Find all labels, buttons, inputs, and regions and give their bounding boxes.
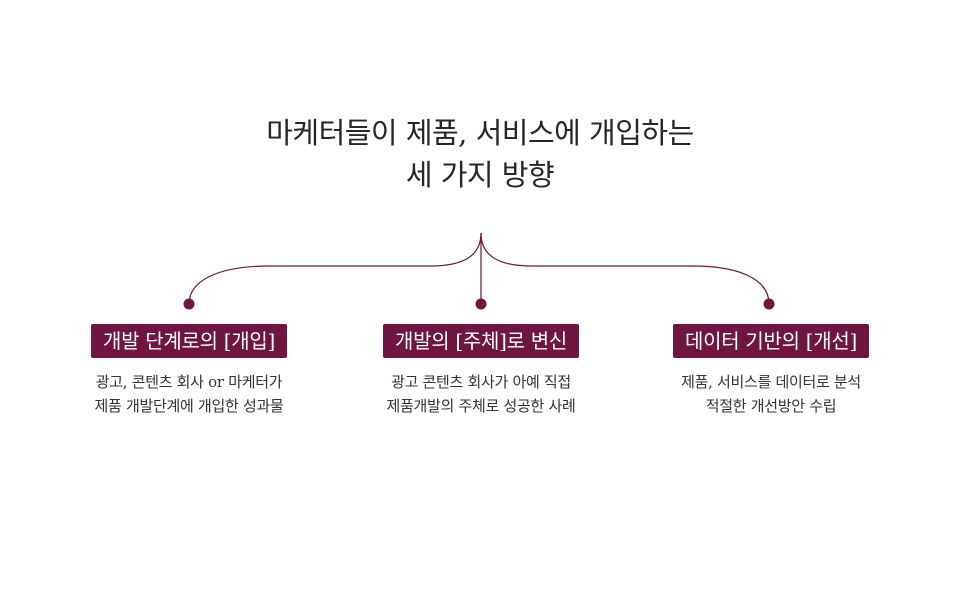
desc-line-2: 제품 개발단계에 개입한 성과물 <box>94 397 284 415</box>
item-description: 제품, 서비스를 데이터로 분석 적절한 개선방안 수립 <box>681 370 861 418</box>
desc-line-2: 적절한 개선방안 수립 <box>705 397 837 415</box>
title-line-2: 세 가지 방향 <box>405 158 555 192</box>
node-dot-right <box>763 298 775 310</box>
desc-line-1: 광고, 콘텐츠 회사 or 마케터가 <box>95 373 283 391</box>
item-label: 개발 단계로의 [개입] <box>91 324 287 358</box>
branch-item-improvement: 데이터 기반의 [개선] 제품, 서비스를 데이터로 분석 적절한 개선방안 수… <box>621 324 921 418</box>
branch-item-integration: 개발 단계로의 [개입] 광고, 콘텐츠 회사 or 마케터가 제품 개발단계에… <box>39 324 339 418</box>
node-dot-center <box>475 298 487 310</box>
title-line-1: 마케터들이 제품, 서비스에 개입하는 <box>266 116 694 150</box>
desc-line-2: 제품개발의 주체로 성공한 사례 <box>386 397 576 415</box>
item-label: 데이터 기반의 [개선] <box>673 324 869 358</box>
node-dot-left <box>183 298 195 310</box>
diagram-title: 마케터들이 제품, 서비스에 개입하는 세 가지 방향 <box>0 112 960 196</box>
item-label: 개발의 [주체]로 변신 <box>383 324 579 358</box>
branch-item-subject: 개발의 [주체]로 변신 광고 콘텐츠 회사가 아예 직접 제품개발의 주체로 … <box>331 324 631 418</box>
branch-left <box>188 232 482 305</box>
desc-line-1: 광고 콘텐츠 회사가 아예 직접 <box>391 373 571 391</box>
branch-right <box>480 232 770 305</box>
item-description: 광고 콘텐츠 회사가 아예 직접 제품개발의 주체로 성공한 사례 <box>387 370 576 418</box>
item-description: 광고, 콘텐츠 회사 or 마케터가 제품 개발단계에 개입한 성과물 <box>95 370 284 418</box>
desc-line-1: 제품, 서비스를 데이터로 분석 <box>681 373 861 391</box>
